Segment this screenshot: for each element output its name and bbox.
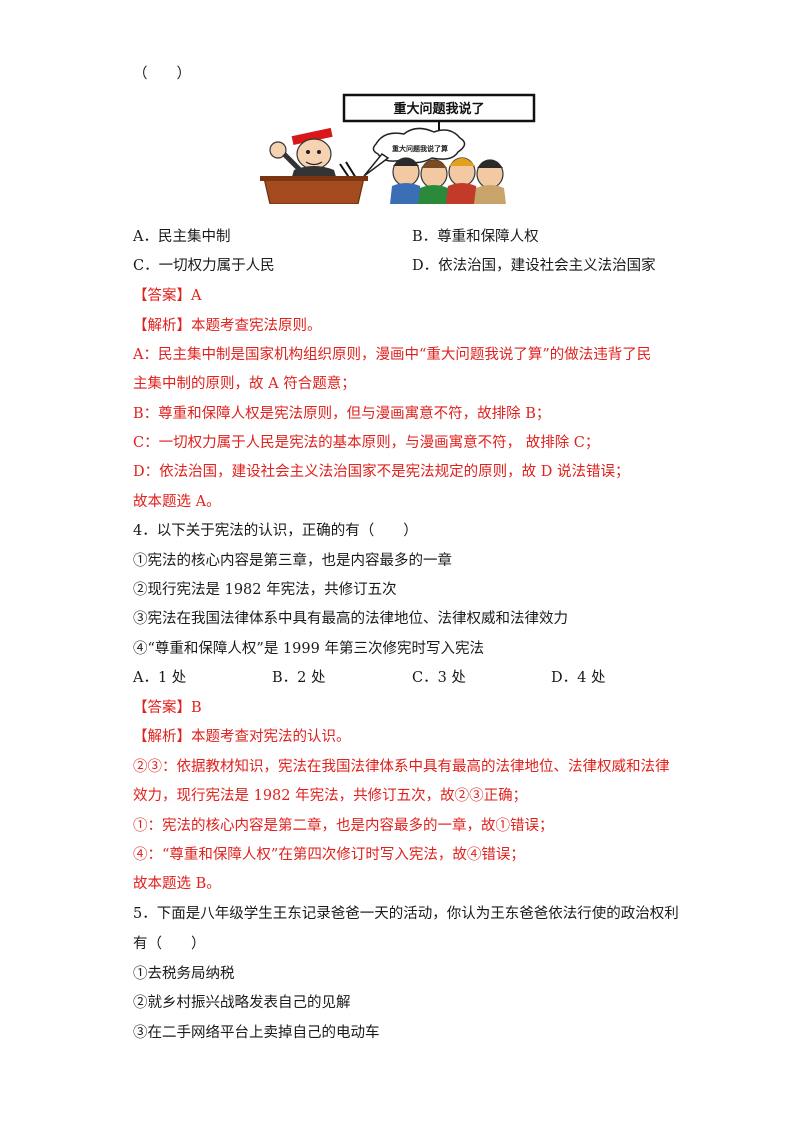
q3-analysis-b: B：尊重和保障人权是宪法原则，但与漫画寓意不符，故排除 B； (133, 406, 551, 422)
q3-option-b: B．尊重和保障人权 (412, 229, 539, 245)
q3-paren: （ ） (133, 66, 191, 82)
q3-answer-value: A (191, 288, 202, 304)
cartoon-listeners (390, 157, 506, 204)
q3-analysis-a-line2: 主集中制的原则，故 A 符合题意； (133, 376, 356, 392)
q4-item-2: ②现行宪法是 1982 年宪法，共修订五次 (133, 582, 397, 598)
q3-analysis-intro: 【解析】本题考查宪法原则。 (133, 318, 322, 334)
q4-option-d: D．4 处 (551, 670, 606, 686)
cartoon-speech-text: 重大问题我说了算 (392, 144, 448, 153)
q4-analysis-intro: 【解析】本题考查对宪法的认识。 (133, 729, 351, 745)
q4-analysis-line2: 效力，现行宪法是 1982 年宪法，共修订五次，故②③正确； (133, 788, 528, 804)
q5-item-1: ①去税务局纳税 (133, 966, 235, 982)
q5-stem-line2: 有（ ） (133, 936, 206, 952)
cartoon-sign-text: 重大问题我说了 (393, 101, 484, 117)
q3-option-d: D．依法治国，建设社会主义法治国家 (412, 258, 656, 274)
q4-analysis-line3: ①：宪法的核心内容是第二章，也是内容最多的一章，故①错误； (133, 818, 554, 834)
q5-item-3: ③在二手网络平台上卖掉自己的电动车 (133, 1025, 380, 1041)
q4-answer-value: B (191, 700, 202, 716)
q4-item-4: ④“尊重和保障人权”是 1999 年第三次修宪时写入宪法 (133, 641, 484, 657)
q4-answer-label: 【答案】 (133, 700, 191, 716)
q3-analysis-a-line1: A：民主集中制是国家机构组织原则，漫画中“重大问题我说了算”的做法违背了民 (133, 347, 652, 363)
q4-option-a: A．1 处 (133, 670, 187, 686)
q4-analysis-label: 【解析】 (133, 729, 191, 745)
q3-analysis-label: 【解析】 (133, 318, 191, 334)
q3-option-a: A．民主集中制 (133, 229, 231, 245)
q4-option-b: B．2 处 (272, 670, 326, 686)
q3-analysis-c: C：一切权力属于人民是宪法的基本原则，与漫画寓意不符， 故排除 C； (133, 435, 600, 451)
q3-answer-label: 【答案】 (133, 288, 191, 304)
q4-option-c: C．3 处 (412, 670, 466, 686)
q4-answer: 【答案】B (133, 698, 202, 718)
cartoon-illustration: 重大问题我说了 重大问题我说了算 (260, 93, 536, 204)
q4-stem: 4．以下关于宪法的认识，正确的有（ ） (133, 523, 418, 539)
q3-option-c: C．一切权力属于人民 (133, 258, 275, 274)
q4-analysis-line4: ④：“尊重和保障人权”在第四次修订时写入宪法，故④错误； (133, 847, 525, 863)
q4-item-3: ③宪法在我国法律体系中具有最高的法律地位、法律权威和法律效力 (133, 611, 568, 627)
q3-answer: 【答案】A (133, 286, 201, 306)
q4-analysis-line1: ②③：依据教材知识，宪法在我国法律体系中具有最高的法律地位、法律权威和法律 (133, 759, 670, 775)
q4-analysis-conclusion: 故本题选 B。 (133, 876, 221, 892)
q5-item-2: ②就乡村振兴战略发表自己的见解 (133, 995, 351, 1011)
q5-stem-line1: 5．下面是八年级学生王东记录爸爸一天的活动，你认为王东爸爸依法行使的政治权利 (133, 906, 679, 922)
q3-analysis-d: D：依法治国，建设社会主义法治国家不是宪法规定的原则，故 D 说法错误； (133, 464, 630, 480)
q4-item-1: ①宪法的核心内容是第三章，也是内容最多的一章 (133, 553, 452, 569)
q3-analysis-conclusion: 故本题选 A。 (133, 494, 221, 510)
